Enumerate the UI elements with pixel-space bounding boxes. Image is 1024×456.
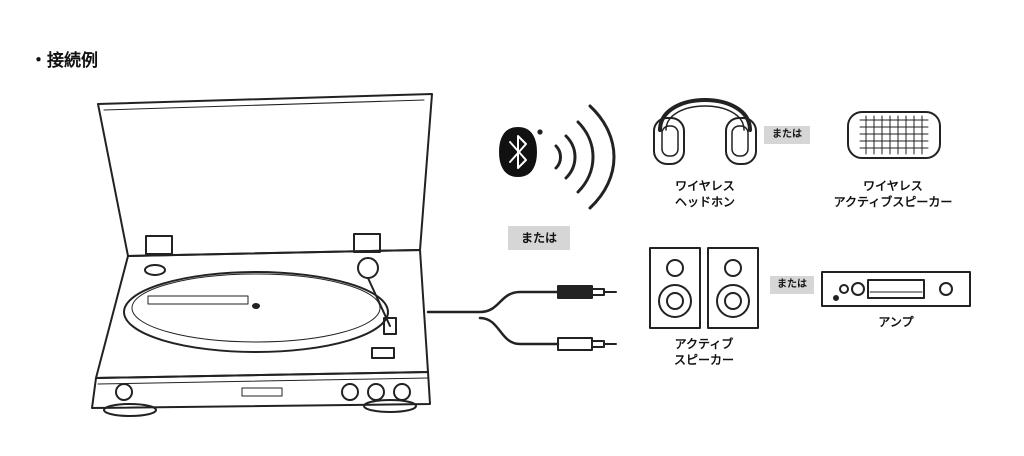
- turntable-icon: [91, 93, 433, 417]
- label-wireless-speaker-line2: アクティブスピーカー: [833, 195, 953, 209]
- label-amplifier-line1: アンプ: [878, 315, 914, 329]
- active-speakers-icon: [649, 247, 759, 329]
- or-tag-main: または: [508, 226, 570, 250]
- rca-cable-icon: [426, 285, 617, 351]
- label-active-speakers: アクティブ スピーカー: [654, 336, 754, 368]
- label-amplifier: アンプ: [858, 314, 934, 330]
- label-wireless-speaker: ワイヤレス アクティブスピーカー: [808, 178, 978, 210]
- or-tag-headphones: または: [764, 126, 810, 144]
- page-title: ・接続例: [30, 51, 98, 71]
- amplifier-icon: [821, 271, 971, 307]
- wireless-waves-icon: [554, 104, 616, 210]
- bluetooth-icon: [499, 127, 543, 177]
- headphones-icon: [653, 98, 757, 165]
- label-wireless-headphones: ワイヤレス ヘッドホン: [654, 178, 756, 210]
- label-wireless-headphones-line2: ヘッドホン: [674, 195, 735, 209]
- label-wireless-headphones-line1: ワイヤレス: [675, 179, 735, 193]
- or-tag-speakers: または: [770, 276, 814, 294]
- label-active-speakers-line1: アクティブ: [674, 337, 734, 351]
- wireless-speaker-icon: [847, 111, 941, 159]
- label-active-speakers-line2: スピーカー: [673, 353, 734, 367]
- label-wireless-speaker-line1: ワイヤレス: [863, 179, 923, 193]
